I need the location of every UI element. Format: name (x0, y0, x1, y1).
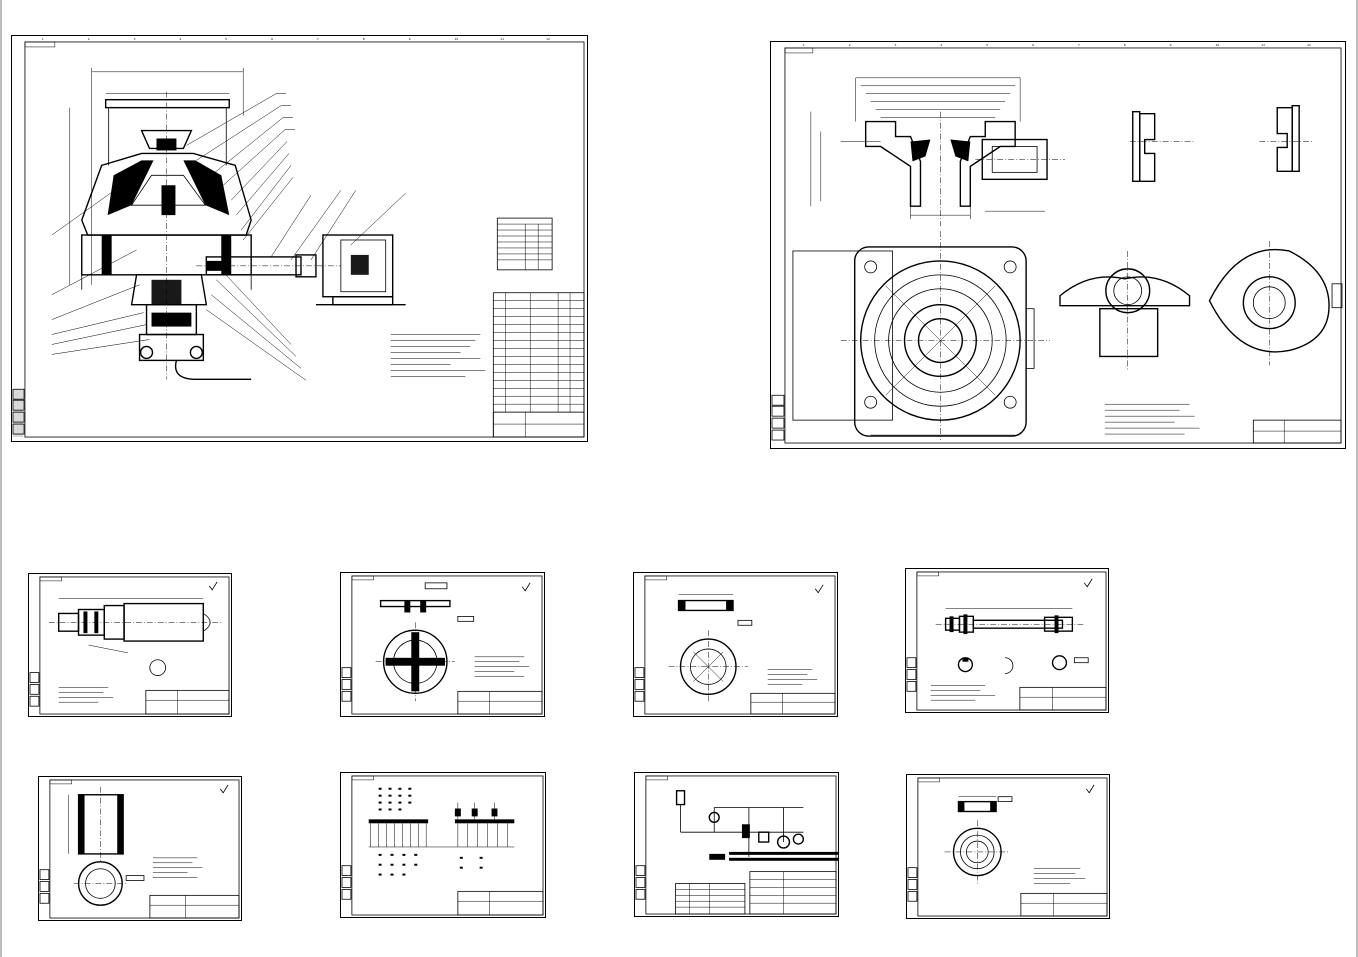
viewer-left-edge (0, 0, 2, 957)
shaft-drawing-sheet[interactable] (28, 573, 232, 717)
cross-plate-drawing-sheet[interactable] (340, 572, 545, 717)
grid-label: 9 (1170, 43, 1172, 47)
spindle-drawing-sheet[interactable] (905, 568, 1109, 713)
viewer-right-edge (1356, 0, 1358, 957)
grid-label: 7 (1078, 43, 1080, 47)
grid-label: 12 (1307, 43, 1311, 47)
ring-plate-drawing-canvas (634, 575, 836, 715)
hydraulic-diagram-canvas (635, 775, 838, 915)
hydraulic-diagram-sheet[interactable] (634, 772, 839, 917)
grid-label: 4 (940, 43, 942, 47)
grid-label: 3 (895, 43, 897, 47)
ring-plate-drawing-sheet[interactable] (633, 572, 838, 717)
sleeve-drawing-sheet[interactable] (38, 776, 242, 921)
bushing-drawing-sheet[interactable] (906, 774, 1110, 919)
grid-label: 4 (179, 37, 181, 41)
left-margin-blocks (12, 388, 25, 435)
left-margin-blocks (771, 394, 785, 441)
grid-label: 11 (1261, 43, 1265, 47)
sleeve-drawing-canvas (39, 779, 240, 919)
grid-label: 3 (134, 37, 136, 41)
shaft-drawing-canvas (29, 576, 230, 715)
grid-label: 6 (271, 37, 273, 41)
bushing-drawing-canvas (907, 777, 1108, 917)
wiring-diagram-sheet[interactable] (340, 772, 546, 918)
spindle-drawing-canvas (906, 571, 1107, 711)
grid-label: 10 (1215, 43, 1219, 47)
grid-label: 11 (500, 37, 504, 41)
grid-label: 2 (849, 43, 851, 47)
grid-labels-top: 1 2 3 4 5 6 7 8 9 10 11 12 (42, 37, 550, 41)
grid-label: 5 (225, 37, 227, 41)
grid-label: 1 (42, 37, 44, 41)
grid-label: 10 (454, 37, 458, 41)
grid-label: 2 (88, 37, 90, 41)
grid-label: 8 (363, 37, 365, 41)
assembly-drawing-sheet[interactable]: 1 2 3 4 5 6 7 8 9 10 11 12 (11, 35, 588, 442)
grid-label: 12 (546, 37, 550, 41)
grid-label: 1 (803, 43, 805, 47)
grid-label: 8 (1124, 43, 1126, 47)
grid-label: 9 (409, 37, 411, 41)
grid-label: 5 (986, 43, 988, 47)
assembly-drawing-canvas: 1 2 3 4 5 6 7 8 9 10 11 12 (12, 37, 585, 438)
cross-plate-drawing-canvas (341, 575, 543, 715)
housing-drawing-sheet[interactable]: 1 2 3 4 5 6 7 8 9 10 11 12 (770, 41, 1346, 449)
grid-label: 6 (1032, 43, 1034, 47)
grid-label: 7 (317, 37, 319, 41)
wiring-diagram-canvas (341, 775, 544, 916)
grid-labels-top: 1 2 3 4 5 6 7 8 9 10 11 12 (803, 43, 1311, 47)
housing-drawing-canvas: 1 2 3 4 5 6 7 8 9 10 11 12 (771, 43, 1343, 444)
